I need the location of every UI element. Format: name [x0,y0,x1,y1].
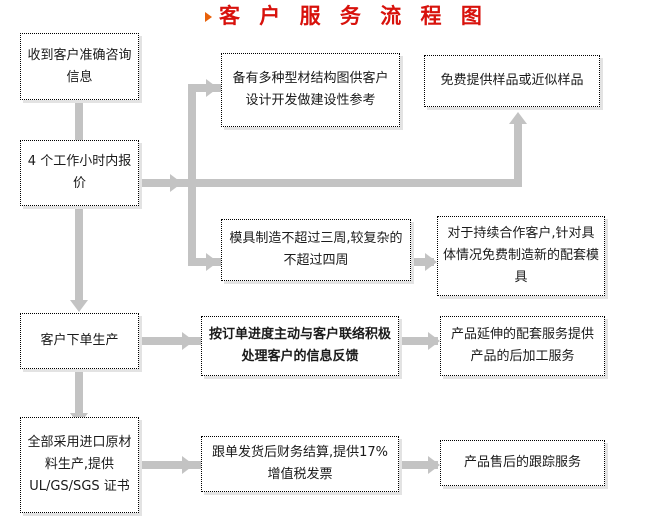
node-customer-order[interactable]: 客户下单生产 [20,313,139,369]
node-free-samples-label: 免费提供样品或近似样品 [440,73,584,88]
connector-branch-to-n3-arrowhead [206,79,218,97]
connector-n2-to-n7-line [75,206,83,304]
connector-n5-to-n6-arrowhead [425,253,437,271]
connector-branch-to-n3-line [188,84,222,92]
node-structure-drawings-label: 备有多种型材结构图供客户设计开发做建设性参考 [232,71,389,108]
node-post-processing-service-label: 产品延伸的配套服务提供产品的后加工服务 [450,327,594,364]
connector-branch-to-n5-line [188,258,222,266]
node-mold-lead-time-label: 模具制造不超过三周,较复杂的不超过四周 [229,231,403,268]
connector-n11-to-n12-line [400,461,438,469]
connector-n7-to-n8-line [140,337,202,345]
node-order-progress-feedback[interactable]: 按订单进度主动与客户联络积极处理客户的信息反馈 [201,316,399,376]
connector-n7-to-n10-line [75,369,83,417]
connector-n10-to-n11-arrowhead [182,456,194,474]
node-after-sales-tracking-label: 产品售后的跟踪服务 [463,455,581,470]
connector-branch-to-n4-horizontal [192,179,522,187]
node-order-progress-feedback-label: 按订单进度主动与客户联络积极处理客户的信息反馈 [208,327,391,364]
connector-n5-to-n6-line [412,258,434,266]
node-receive-inquiry-label: 收到客户准确咨询信息 [27,47,132,85]
connector-n2-to-n7-arrowhead [70,300,88,312]
connector-n1-to-n2-line [75,100,83,144]
node-imported-materials-certs[interactable]: 全部采用进口原材料生产,提供 UL/GS/SGS 证书 [20,417,139,513]
node-mold-lead-time[interactable]: 模具制造不超过三周,较复杂的不超过四周 [221,219,411,281]
connector-n8-to-n9-arrowhead [428,332,440,350]
page-title: 客 户 服 务 流 程 图 [205,2,488,30]
connector-branch-trunk [188,84,196,266]
node-free-new-molds[interactable]: 对于持续合作客户,针对具体情况免费制造新的配套模具 [437,216,605,296]
connector-branch-to-n5-arrowhead [206,253,218,271]
connector-n10-to-n11-line [140,461,202,469]
connector-n2-to-branch-arrowhead [170,174,182,192]
page-title-text: 客 户 服 务 流 程 图 [219,4,488,28]
connector-branch-to-n4-arrowhead [509,112,527,124]
node-customer-order-label: 客户下单生产 [40,333,119,348]
node-free-new-molds-label: 对于持续合作客户,针对具体情况免费制造新的配套模具 [443,226,600,285]
node-post-processing-service[interactable]: 产品延伸的配套服务提供产品的后加工服务 [440,316,605,376]
node-settlement-invoice-label: 跟单发货后财务结算,提供17%增值税发票 [211,445,389,482]
node-receive-inquiry[interactable]: 收到客户准确咨询信息 [20,33,139,100]
node-settlement-invoice[interactable]: 跟单发货后财务结算,提供17%增值税发票 [201,436,399,492]
node-free-samples[interactable]: 免费提供样品或近似样品 [424,55,600,107]
connector-n8-to-n9-line [400,337,438,345]
connector-n7-to-n8-arrowhead [182,332,194,350]
triangle-right-icon [205,12,212,22]
node-quote-4-hours[interactable]: 4 个工作小时内报价 [20,140,139,206]
connector-branch-to-n4-vertical [514,122,522,184]
node-structure-drawings[interactable]: 备有多种型材结构图供客户设计开发做建设性参考 [221,53,400,127]
connector-n11-to-n12-arrowhead [428,456,440,474]
node-quote-4-hours-label: 4 个工作小时内报价 [27,154,132,191]
node-imported-materials-certs-label: 全部采用进口原材料生产,提供 UL/GS/SGS 证书 [27,435,132,494]
node-after-sales-tracking[interactable]: 产品售后的跟踪服务 [440,440,605,486]
